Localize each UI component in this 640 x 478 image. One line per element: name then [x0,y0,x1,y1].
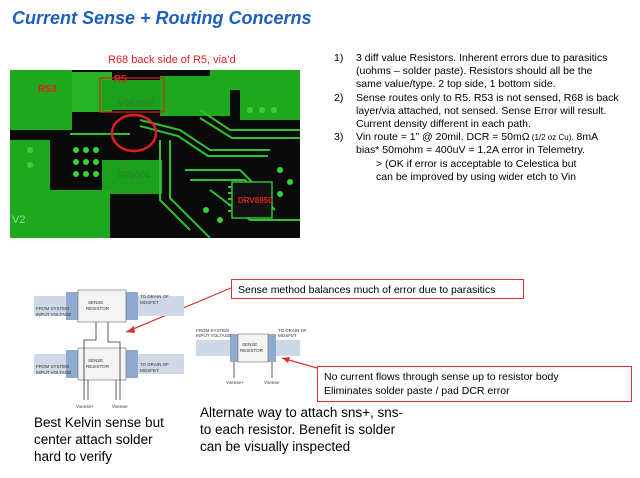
svg-text:RESISTOR: RESISTOR [86,306,110,311]
left-top-to-label: TO DRAIN OF [140,294,169,299]
left-top-from-label: FROM SYSTEM [36,306,69,311]
right-resistor-label: SENSE [242,342,257,347]
svg-text:RESISTOR: RESISTOR [240,348,264,353]
pcb-label-vsense: VSENSE [118,98,155,108]
svg-text:INPUT VOLTAGE: INPUT VOLTAGE [196,333,231,338]
svg-text:INPUT VOLTAGE: INPUT VOLTAGE [36,370,71,375]
left-sense-minus: Vsense- [112,404,129,409]
kelvin-diagrams: FROM SYSTEM INPUT VOLTAGE TO DRAIN OF MO… [34,287,318,409]
left-top-resistor-label: SENSE [88,300,103,305]
left-bottom-from-label: FROM SYSTEM [36,364,69,369]
callout-no-current: No current flows through sense up to res… [317,366,632,402]
pcb-label-r53: R53 [38,84,57,95]
note-2: 2) Sense routes only to R5. R53 is not s… [334,91,619,131]
kelvin-diagram-left [34,289,184,400]
right-from-label: FROM SYSTEM [196,328,229,333]
right-to-label: TO DRAIN OF [278,328,307,333]
pcb-label-ic: DRV8950 [238,196,273,205]
svg-text:MOSFET: MOSFET [140,300,159,305]
pcb-artwork [10,70,300,238]
callout-sense-method: Sense method balances much of error due … [231,279,524,299]
notes-list: 1) 3 diff value Resistors. Inherent erro… [330,52,630,184]
left-bottom-to-label: TO DRAIN OF [140,362,169,367]
pcb-layout-image: R53 R5 VSENSE SP5004 DRV8950 V2 [10,70,300,238]
note-1: 1) 3 diff value Resistors. Inherent erro… [334,52,608,91]
caption-alternate-attach: Alternate way to attach sns+, sns- to ea… [200,405,403,454]
svg-text:MOSFET: MOSFET [278,333,297,338]
note-3: 3) Vin route = 1” @ 20mil. DCR = 50mΩ (1… [334,131,599,183]
right-sense-plus: Vsense+ [226,380,244,385]
slide-title: Current Sense + Routing Concerns [12,8,312,28]
kelvin-diagram-right [196,333,318,378]
left-bottom-resistor-label: SENSE [88,358,103,363]
svg-text:MOSFET: MOSFET [140,368,159,373]
pcb-label-r5: R5 [114,74,127,85]
svg-text:INPUT VOLTAGE: INPUT VOLTAGE [36,312,71,317]
pcb-caption: R68 back side of R5, via’d [108,54,236,66]
pcb-label-v2: V2 [12,214,26,226]
svg-text:RESISTOR: RESISTOR [86,364,110,369]
right-sense-minus: Vsense- [264,380,281,385]
pcb-label-sp: SP5004 [118,170,151,180]
caption-kelvin-best: Best Kelvin sense but center attach sold… [34,415,164,464]
left-sense-plus: Vsense+ [76,404,94,409]
